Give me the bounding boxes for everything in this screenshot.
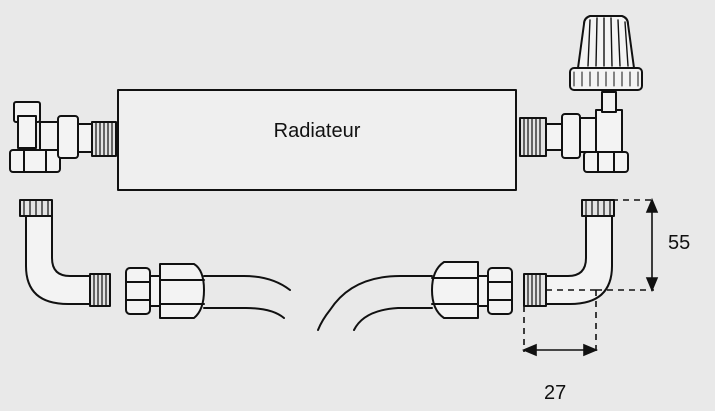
radiator-body <box>117 89 517 191</box>
radiator-label: Radiateur <box>273 120 361 142</box>
thermostatic-head-icon <box>569 15 643 91</box>
dimension-height-label: 55 <box>668 232 691 254</box>
dimension-lines <box>521 197 659 357</box>
right-radiator-valve-icon <box>519 91 629 173</box>
right-pipe-icon <box>317 275 433 331</box>
left-union-nut-icon <box>125 263 205 319</box>
left-elbow-fitting-icon <box>19 199 111 307</box>
dimension-width-label: 27 <box>544 382 567 404</box>
left-radiator-valve-icon <box>9 101 117 173</box>
right-elbow-fitting-icon <box>523 199 615 307</box>
right-union-nut-icon <box>431 261 513 319</box>
left-pipe-icon <box>203 275 291 319</box>
